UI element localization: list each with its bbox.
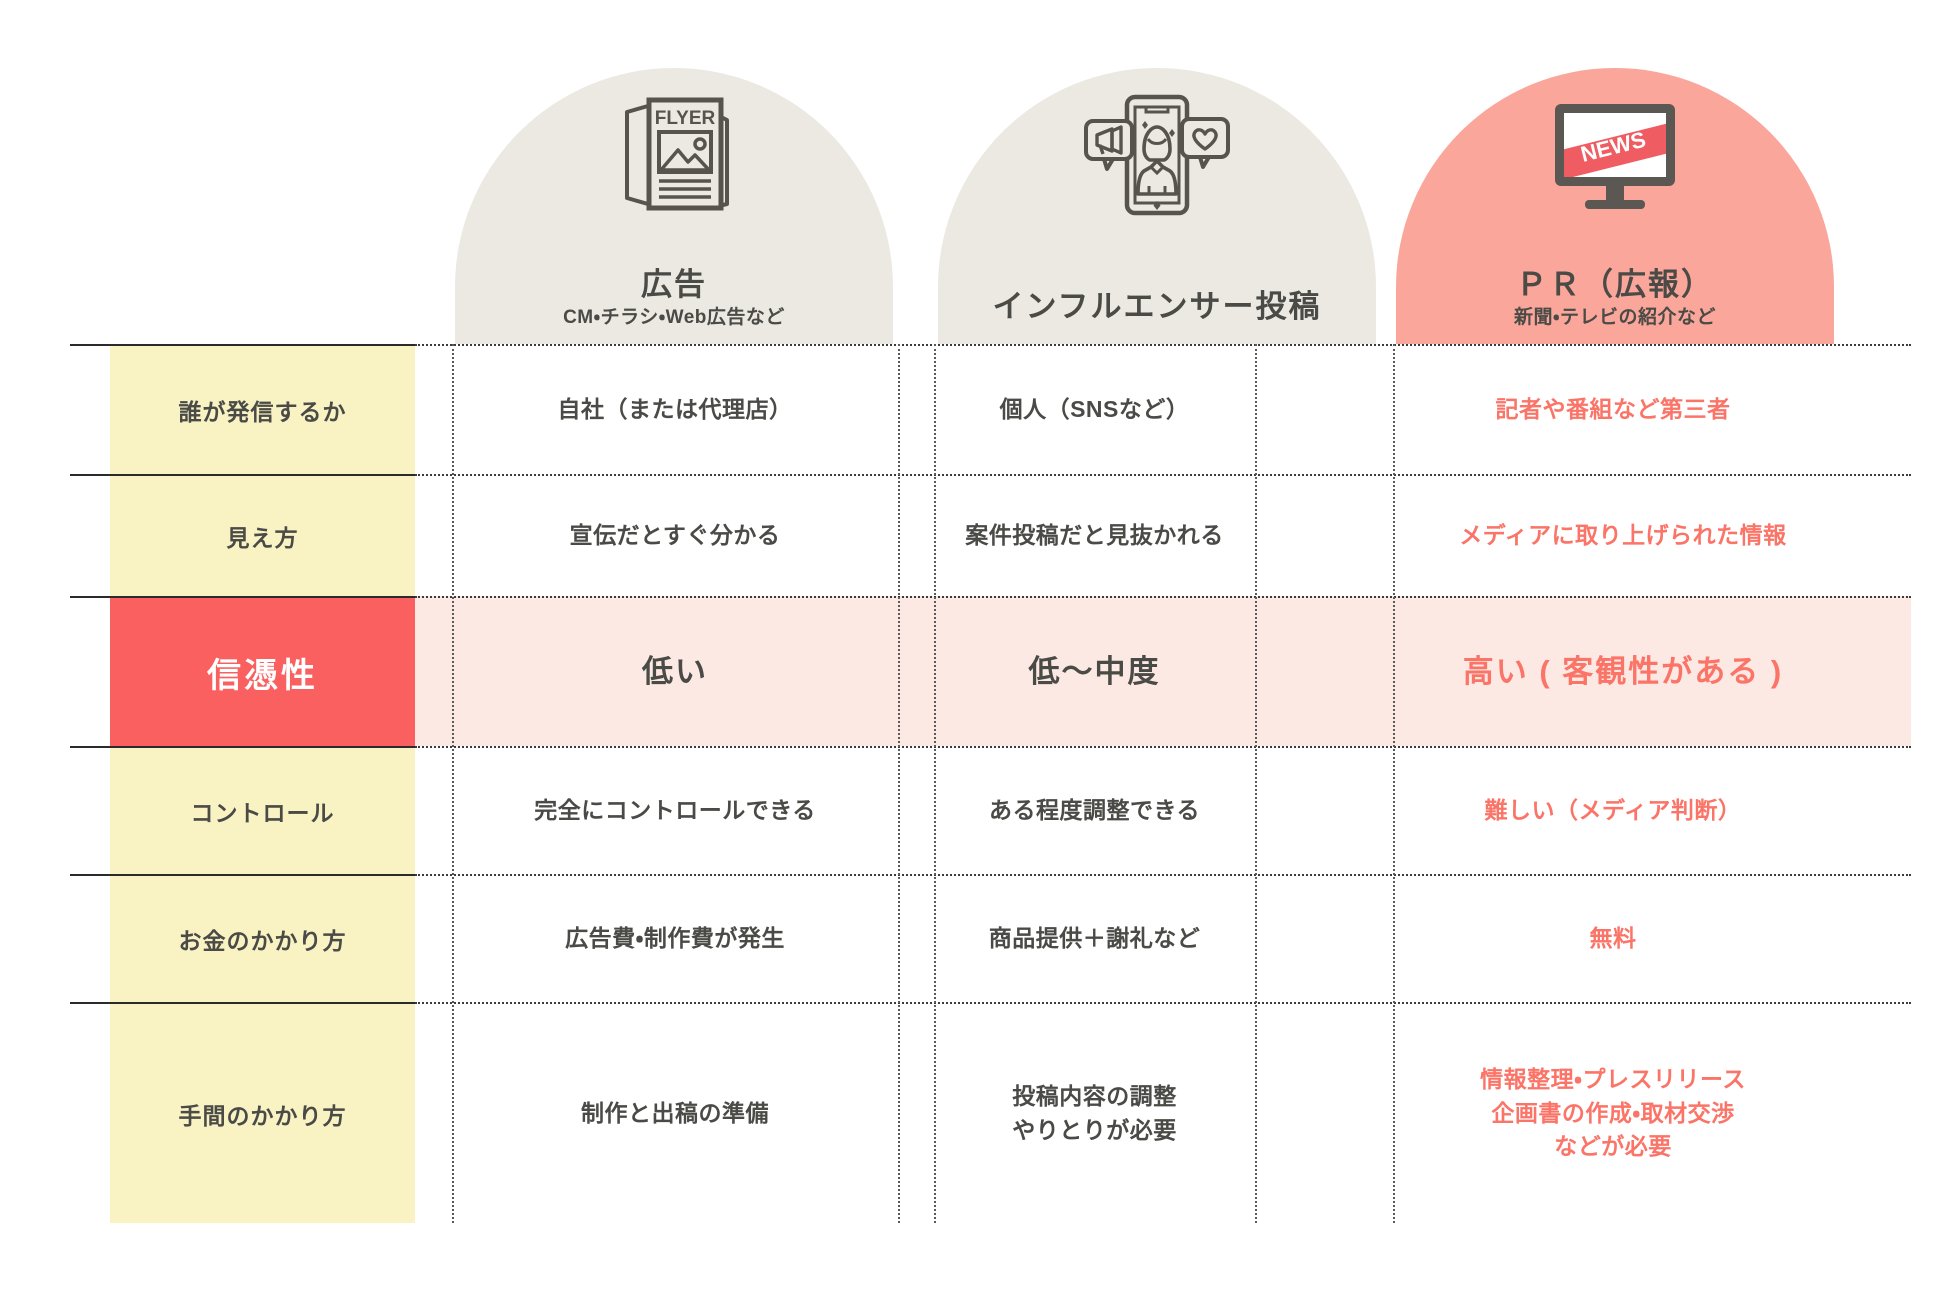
cell-r1-pr: メディアに取り上げられた情報: [1459, 522, 1787, 549]
row-label-text: コントロール: [190, 800, 335, 826]
row-label-text: 見え方: [226, 525, 299, 551]
row-label-credibility: 信憑性: [110, 598, 415, 746]
rule-r2-dotted: [415, 746, 1911, 748]
vrule-col2-left: [934, 344, 936, 1223]
rule-r1-left: [70, 596, 415, 598]
vrule-col1-right: [898, 344, 900, 1223]
cell-line-2: 企画書の作成・取材交渉: [1491, 1099, 1735, 1126]
rule-r3-dotted: [415, 874, 1911, 876]
cell-r3-influencer: ある程度調整できる: [988, 797, 1201, 824]
rule-r0-left: [70, 474, 415, 476]
row-label-control: コントロール: [110, 748, 415, 874]
column-header-pr: NEWS ＰＲ（広報） 新聞・テレビの紹介など: [1396, 68, 1834, 344]
cell-r4-pr: 無料: [1589, 925, 1637, 952]
vrule-col2-right: [1255, 344, 1257, 1223]
news-tv-icon: NEWS: [1396, 90, 1834, 220]
cell-r2-pr: 高い ( 客観性がある ): [1462, 653, 1784, 689]
row-label-text: 手間のかかり方: [178, 1102, 347, 1129]
row-label-appearance: 見え方: [110, 476, 415, 596]
cell-r5-pr: 情報整理・プレスリリース 企画書の作成・取材交渉 などが必要: [1393, 1004, 1833, 1223]
cell-r5-advertising: 制作と出稿の準備: [581, 1099, 769, 1126]
vrule-col3-left: [1393, 344, 1395, 1223]
cell-r1-influencer: 案件投稿だと見抜かれる: [965, 522, 1224, 549]
row-label-effort: 手間のかかり方: [110, 1004, 415, 1223]
cell-r4-influencer: 商品提供＋謝礼など: [988, 925, 1201, 952]
column-header-subtitle: 新聞・テレビの紹介など: [1514, 307, 1716, 329]
rule-r2-left: [70, 746, 415, 748]
cell-r0-influencer: 個人（SNSなど）: [999, 396, 1190, 423]
cell-r4-advertising: 広告費・制作費が発生: [565, 925, 785, 952]
column-header-advertising: FLYER 広告 CM・チラシ・Web広告など: [455, 68, 893, 344]
vrule-col1-left: [452, 344, 454, 1223]
row-label-who-sends: 誰が発信するか: [110, 346, 415, 474]
cell-r0-pr: 記者や番組など第三者: [1495, 396, 1731, 423]
cell-r0-advertising: 自社（または代理店）: [557, 396, 793, 423]
rule-r1-dotted: [415, 596, 1911, 598]
cell-r1-advertising: 宣伝だとすぐ分かる: [569, 522, 781, 549]
cell-r2-influencer: 低〜中度: [1028, 653, 1161, 689]
row-label-text: 信憑性: [207, 656, 318, 695]
rule-r4-left: [70, 1002, 415, 1004]
cell-r3-advertising: 完全にコントロールできる: [534, 797, 816, 824]
cell-line-1: 投稿内容の調整: [1012, 1083, 1177, 1110]
column-header-title: ＰＲ（広報）: [1516, 266, 1714, 302]
cell-r2-advertising: 低い: [642, 653, 708, 689]
flyer-icon: FLYER: [455, 90, 893, 220]
row-label-text: 誰が発信するか: [178, 399, 347, 425]
cell-line-3: などが必要: [1554, 1133, 1672, 1160]
svg-text:FLYER: FLYER: [655, 108, 716, 129]
column-header-title: インフルエンサー投稿: [992, 289, 1322, 325]
column-header-subtitle: CM・チラシ・Web広告など: [563, 307, 785, 329]
row-label-cost: お金のかかり方: [110, 876, 415, 1002]
column-header-influencer: インフルエンサー投稿: [938, 68, 1376, 344]
cell-line-2: やりとりが必要: [1012, 1116, 1177, 1143]
column-header-title: 広告: [641, 266, 707, 302]
rule-top-left: [70, 344, 415, 346]
row-label-text: お金のかかり方: [178, 928, 347, 954]
rule-r3-left: [70, 874, 415, 876]
rule-top-dotted: [415, 344, 1911, 346]
credibility-row-highlight-band: [415, 596, 1911, 746]
cell-r3-pr: 難しい（メディア判断）: [1484, 797, 1742, 824]
cell-r5-influencer: 投稿内容の調整 やりとりが必要: [934, 1004, 1255, 1223]
cell-line-1: 情報整理・プレスリリース: [1480, 1066, 1746, 1093]
influencer-phone-icon: [938, 90, 1376, 220]
rule-r0-dotted: [415, 474, 1911, 476]
rule-r4-dotted: [415, 1002, 1911, 1004]
